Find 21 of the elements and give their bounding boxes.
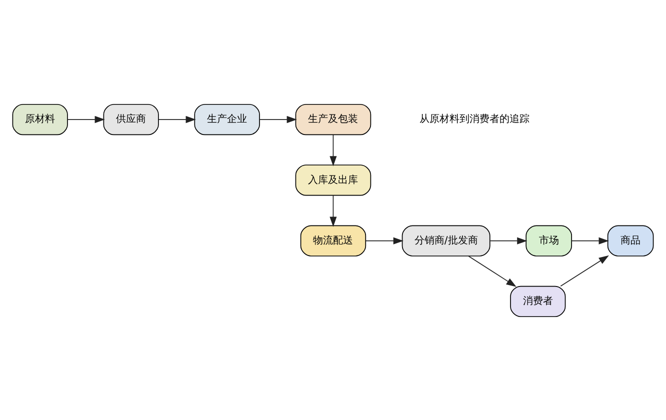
node-box: 物流配送 bbox=[300, 224, 366, 256]
node-box: 分销商/批发商 bbox=[402, 224, 490, 256]
node-box: 入库及出库 bbox=[295, 164, 372, 196]
arrow bbox=[158, 116, 196, 123]
node-box: 生产及包装 bbox=[295, 103, 372, 135]
arrow bbox=[259, 116, 297, 123]
arrow bbox=[67, 116, 105, 123]
node-box: 生产企业 bbox=[194, 103, 260, 135]
arrow bbox=[571, 236, 609, 244]
arrow bbox=[330, 134, 337, 166]
node-box: 原材料 bbox=[12, 103, 68, 135]
arrow bbox=[490, 236, 528, 244]
label: 从原材料到消费者的追踪 bbox=[420, 114, 530, 125]
arrow bbox=[365, 236, 404, 244]
node-box: 市场 bbox=[526, 224, 572, 256]
node-box: 商品 bbox=[607, 224, 654, 256]
node-box: 消费者 bbox=[510, 285, 566, 317]
arrow bbox=[330, 194, 337, 226]
arrow bbox=[560, 254, 609, 286]
arrow bbox=[468, 255, 516, 286]
node-box: 供应商 bbox=[103, 103, 159, 135]
